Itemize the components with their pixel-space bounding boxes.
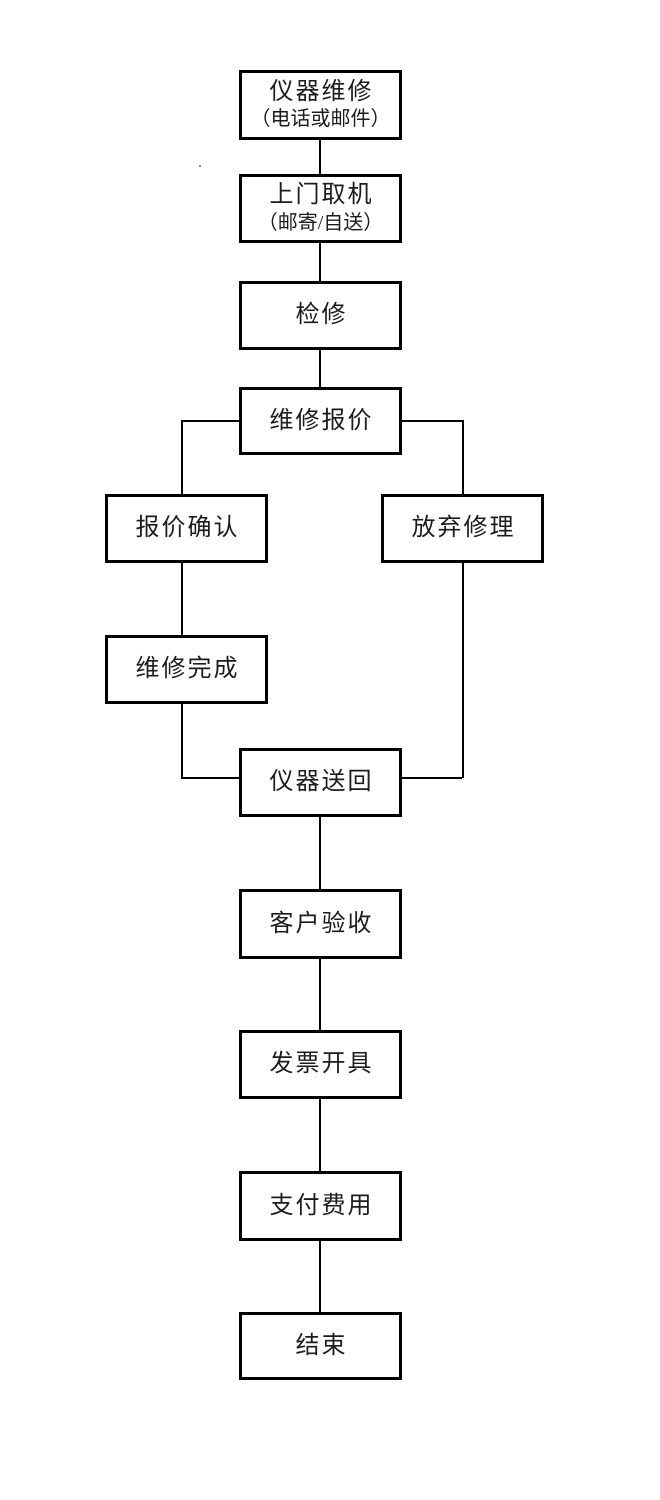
connector-abandon-to-return-h [402,777,462,779]
connector-invoice-to-payment [319,1099,321,1171]
node-end: 结束 [239,1312,402,1380]
node-pickup: 上门取机 （邮寄/自送） [239,174,402,243]
node-abandon-repair: 放弃修理 [381,494,544,563]
connector-repair-to-pickup [319,140,321,174]
node-sublabel: （电话或邮件） [250,108,391,131]
connector-quote-to-abandon-v [462,420,464,494]
connector-return-to-acceptance [319,817,321,889]
node-label: 仪器送回 [269,769,374,796]
node-label: 客户验收 [269,910,374,937]
connector-inspection-to-quote [319,350,321,387]
node-repair-quote: 维修报价 [239,387,402,455]
node-label: 维修完成 [135,656,240,683]
connector-acceptance-to-invoice [319,959,321,1030]
node-sublabel: （邮寄/自送） [257,211,384,234]
connector-confirm-to-done [181,563,183,635]
node-invoice-issue: 发票开具 [239,1030,402,1099]
node-label: 发票开具 [269,1051,374,1078]
node-inspection: 检修 [239,281,402,350]
node-label: 支付费用 [269,1192,374,1219]
connector-pickup-to-inspection [319,243,321,281]
node-instrument-repair: 仪器维修 （电话或邮件） [239,70,402,140]
node-customer-acceptance: 客户验收 [239,889,402,959]
node-label: 报价确认 [135,515,240,542]
node-repair-done: 维修完成 [105,635,268,704]
node-label: 上门取机 [269,182,374,209]
node-label: 检修 [295,302,348,329]
connector-quote-to-confirm-v [181,420,183,494]
connector-abandon-to-return-v [462,563,464,778]
node-label: 维修报价 [269,407,374,434]
node-instrument-return: 仪器送回 [239,748,402,817]
connector-done-to-return-v [181,704,183,778]
connector-quote-to-confirm-h [181,420,239,422]
node-quote-confirm: 报价确认 [105,494,268,563]
node-label: 仪器维修 [269,78,374,105]
stray-dot [199,165,201,167]
connector-quote-to-abandon-h [402,420,462,422]
node-label: 结束 [295,1332,348,1359]
connector-done-to-return-h [181,777,239,779]
node-payment: 支付费用 [239,1171,402,1241]
connector-payment-to-end [319,1241,321,1312]
node-label: 放弃修理 [411,515,516,542]
